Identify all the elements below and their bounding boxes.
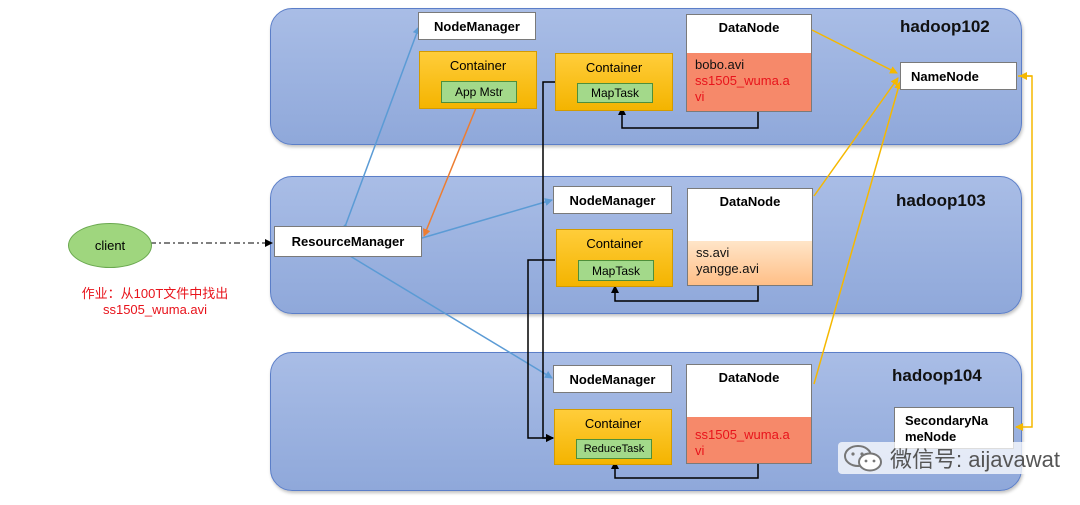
- container-maptask-hadoop103: Container MapTask: [556, 229, 673, 287]
- datanode-file-list: ss.avi yangge.avi: [688, 241, 812, 285]
- file-entry-highlight: ss1505_wuma.a: [695, 427, 790, 442]
- container-app-master: Container App Mstr: [419, 51, 537, 109]
- node-manager-hadoop104: NodeManager: [553, 365, 672, 393]
- wechat-icon: [844, 445, 882, 472]
- host-name-hadoop104: hadoop104: [892, 366, 982, 385]
- secondary-name-node-line-1: SecondaryNa: [905, 413, 989, 428]
- container-label: Container: [584, 416, 642, 431]
- node-manager-hadoop103: NodeManager: [553, 186, 672, 214]
- host-name-hadoop103: hadoop103: [896, 191, 986, 210]
- datanode-title: DataNode: [718, 370, 780, 385]
- reducetask: ReduceTask: [576, 439, 652, 459]
- name-node-box: NameNode: [900, 62, 1017, 90]
- datanode-title: DataNode: [718, 20, 780, 35]
- datanode-title: DataNode: [719, 194, 781, 209]
- file-entry: ss.avi: [696, 245, 730, 260]
- app-master-task: App Mstr: [441, 81, 517, 103]
- node-manager-label: NodeManager: [569, 192, 656, 208]
- datanode-hadoop104: DataNode ss1505_wuma.a vi: [686, 364, 812, 464]
- container-reducetask: Container ReduceTask: [554, 409, 672, 465]
- file-entry: bobo.avi: [695, 57, 745, 72]
- container-label: Container: [586, 236, 643, 251]
- datanode-hadoop102: DataNode bobo.avi ss1505_wuma.a vi: [686, 14, 812, 112]
- file-entry: yangge.avi: [696, 261, 759, 276]
- container-maptask-hadoop102: Container MapTask: [555, 53, 673, 111]
- datanode-file-list: bobo.avi ss1505_wuma.a vi: [687, 53, 811, 111]
- watermark-text: 微信号: aijavawat: [890, 447, 1060, 472]
- note-line-1: 作业：从100T文件中找出: [81, 286, 229, 301]
- container-label: Container: [449, 58, 507, 73]
- client-label: client: [94, 238, 126, 253]
- note-line-2: ss1505_wuma.avi: [102, 302, 208, 317]
- name-node-label: NameNode: [911, 69, 979, 84]
- resource-manager-box: ResourceManager: [274, 226, 422, 257]
- datanode-file-list: ss1505_wuma.a vi: [687, 417, 811, 463]
- datanode-hadoop103: DataNode ss.avi yangge.avi: [687, 188, 813, 286]
- node-manager-label: NodeManager: [569, 371, 656, 387]
- homework-note: 作业：从100T文件中找出 ss1505_wuma.avi: [40, 286, 270, 318]
- file-entry-highlight: vi: [695, 89, 705, 104]
- node-manager-label: NodeManager: [434, 18, 520, 34]
- maptask-hadoop102: MapTask: [577, 83, 653, 103]
- maptask-hadoop103: MapTask: [578, 260, 654, 281]
- file-entry-highlight: vi: [695, 443, 705, 458]
- resource-manager-label: ResourceManager: [291, 234, 405, 249]
- container-label: Container: [585, 60, 643, 75]
- wechat-watermark: 微信号: aijavawat: [838, 442, 1064, 474]
- host-name-hadoop102: hadoop102: [900, 17, 990, 36]
- file-entry-highlight: ss1505_wuma.a: [695, 73, 790, 88]
- client-node: client: [68, 223, 152, 268]
- secondary-name-node-line-2: meNode: [905, 429, 957, 444]
- node-manager-hadoop102: NodeManager: [418, 12, 536, 40]
